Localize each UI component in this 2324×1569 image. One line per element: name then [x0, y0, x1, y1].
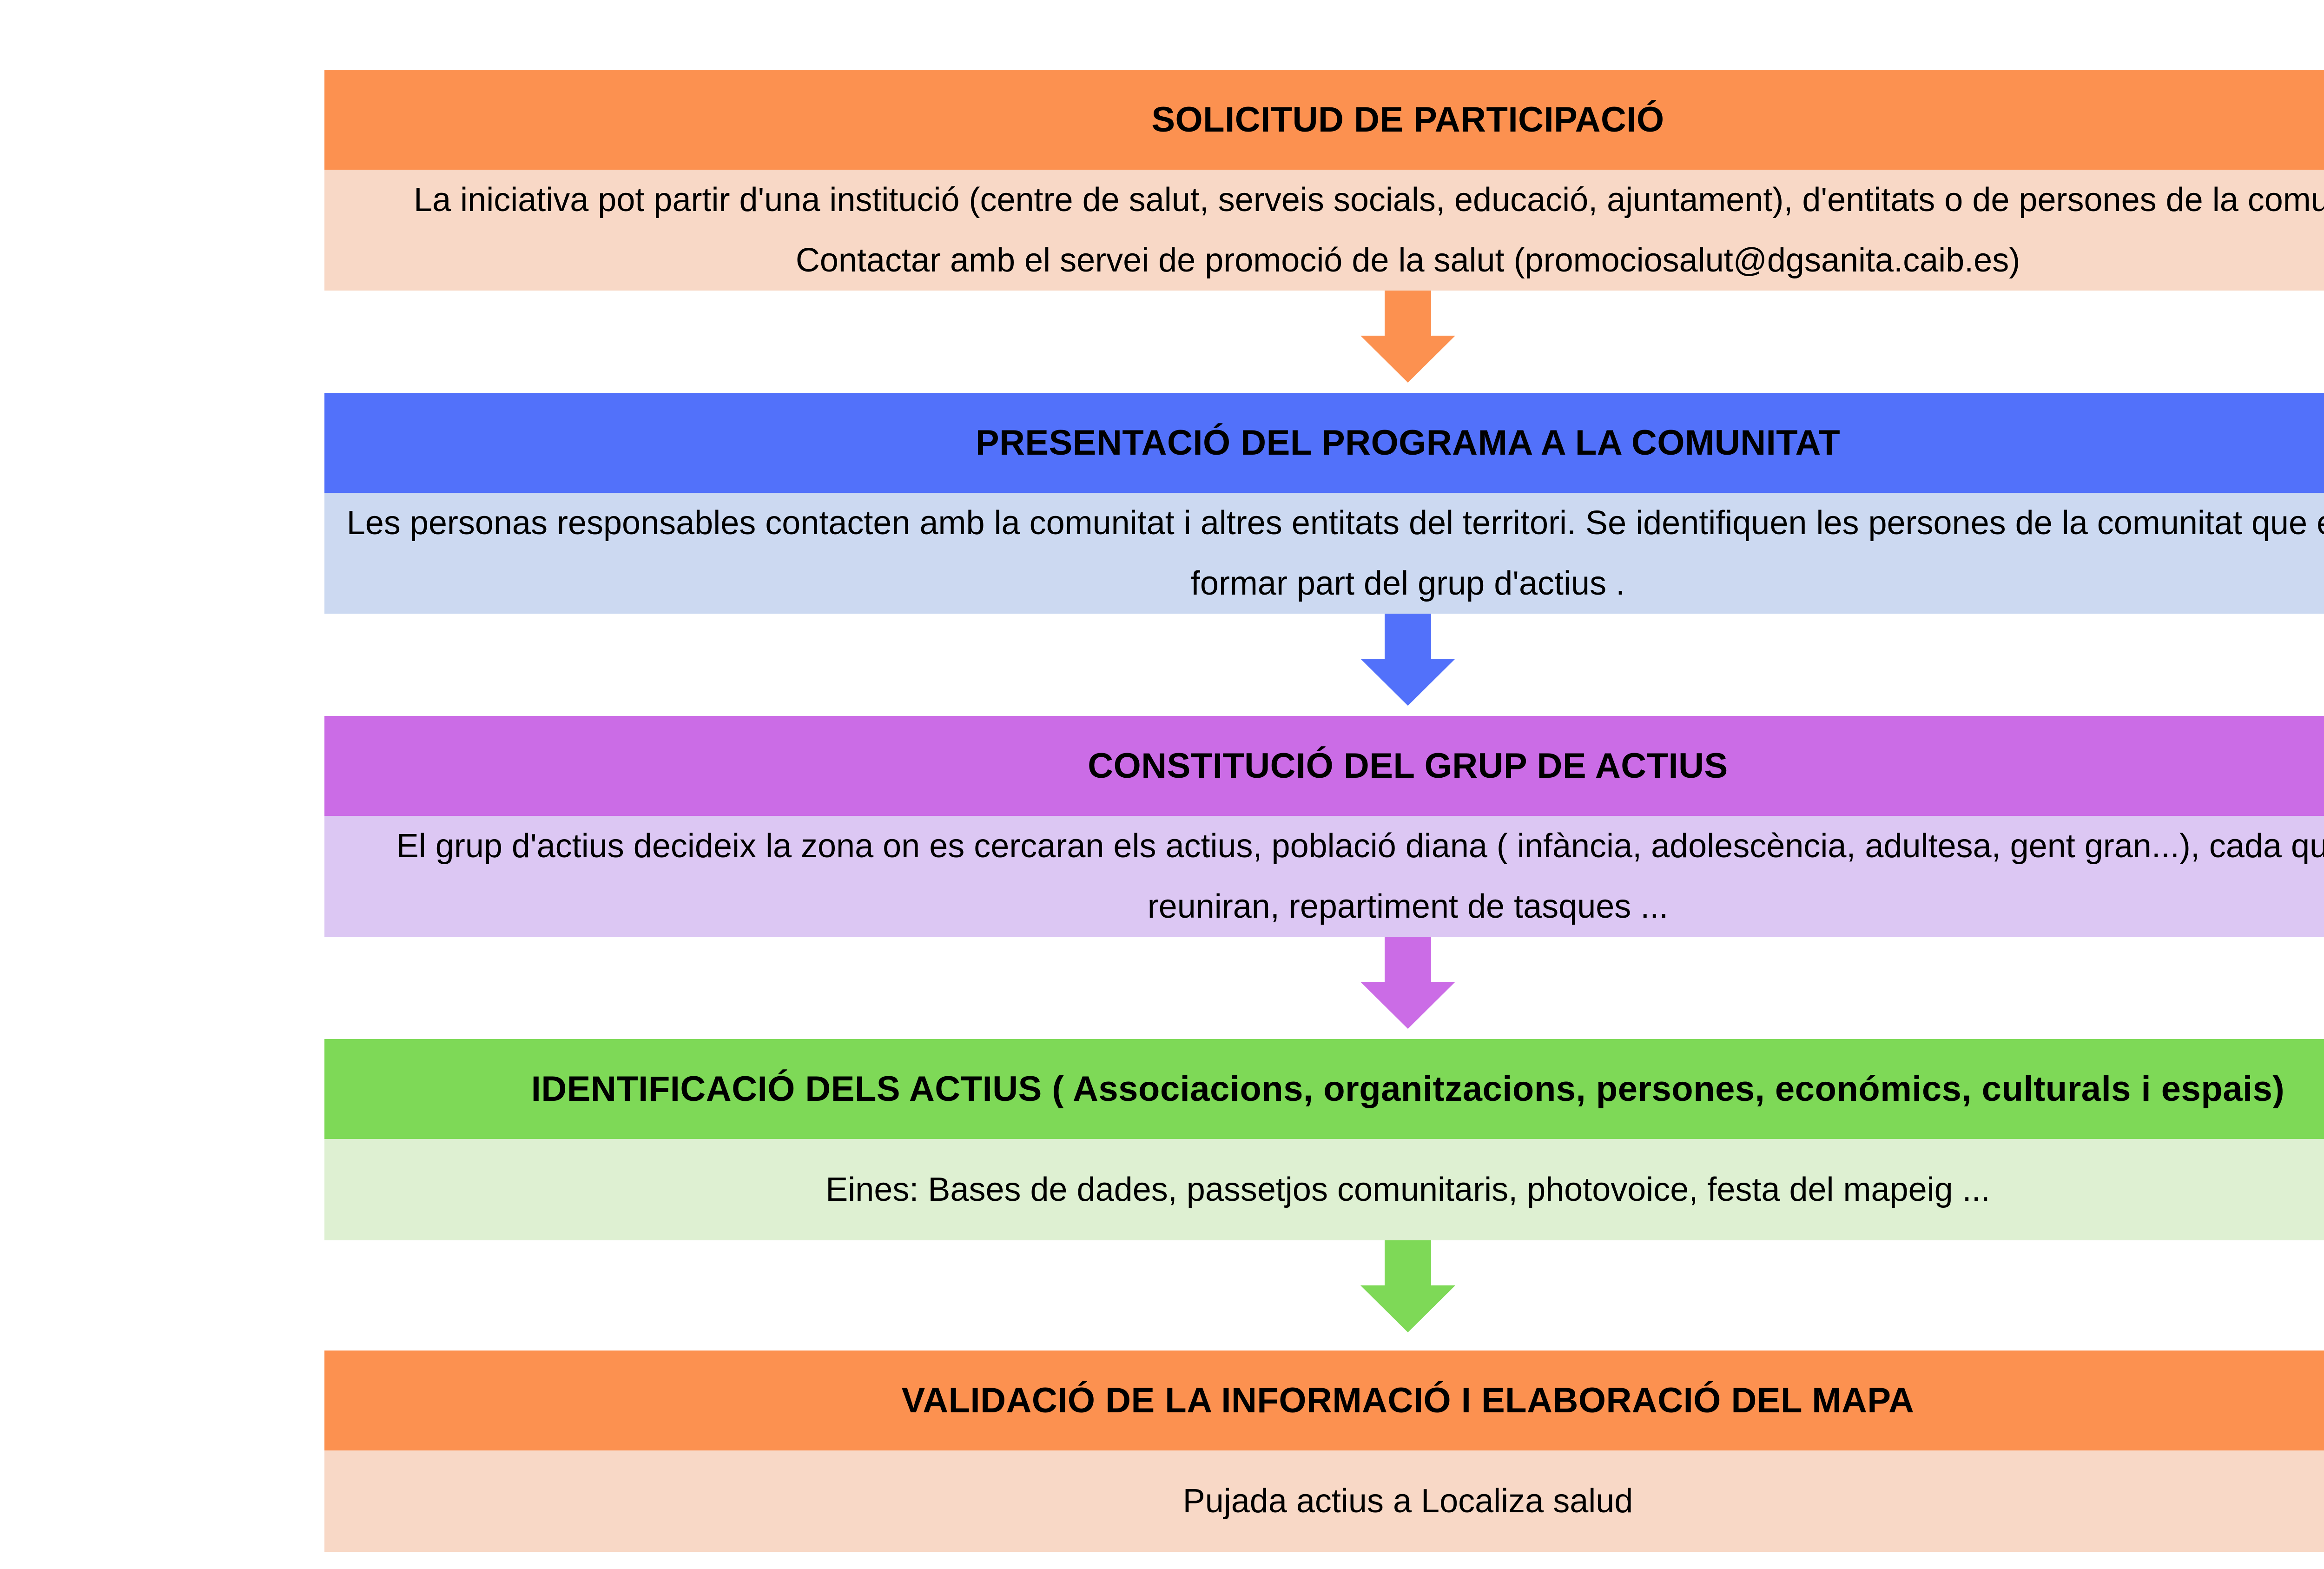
flow-step-identificacio: IDENTIFICACIÓ DELS ACTIUS ( Associacions… — [324, 1039, 2324, 1240]
step-description-panel: Pujada actius a Localiza salud — [324, 1450, 2324, 1552]
step-title: VALIDACIÓ DE LA INFORMACIÓ I ELABORACIÓ … — [901, 1381, 1915, 1420]
step-title: IDENTIFICACIÓ DELS ACTIUS ( Associacions… — [531, 1069, 2285, 1109]
down-arrow-icon-2 — [1360, 614, 1455, 706]
flow-step-validacio: VALIDACIÓ DE LA INFORMACIÓ I ELABORACIÓ … — [324, 1351, 2324, 1552]
flow-step-constitucio: CONSTITUCIÓ DEL GRUP DE ACTIUS El grup d… — [324, 716, 2324, 937]
flow-step-solicitud: SOLICITUD DE PARTICIPACIÓ La iniciativa … — [324, 70, 2324, 291]
step-description-panel: El grup d'actius decideix la zona on es … — [324, 816, 2324, 937]
step-description: La iniciativa pot partir d'una instituci… — [414, 181, 2324, 279]
step-description: Les personas responsables contacten amb … — [346, 504, 2324, 602]
down-arrow-icon-4 — [1360, 1240, 1455, 1332]
step-title: SOLICITUD DE PARTICIPACIÓ — [1151, 100, 1664, 139]
step-header-banner: VALIDACIÓ DE LA INFORMACIÓ I ELABORACIÓ … — [324, 1351, 2324, 1450]
step-header-banner: PRESENTACIÓ DEL PROGRAMA A LA COMUNITAT — [324, 393, 2324, 493]
step-title: CONSTITUCIÓ DEL GRUP DE ACTIUS — [1088, 746, 1728, 786]
step-description: Eines: Bases de dades, passetjos comunit… — [825, 1171, 1990, 1208]
step-title: PRESENTACIÓ DEL PROGRAMA A LA COMUNITAT — [975, 423, 1841, 463]
down-arrow-icon-1 — [1360, 291, 1455, 383]
step-header-banner: IDENTIFICACIÓ DELS ACTIUS ( Associacions… — [324, 1039, 2324, 1139]
down-arrow-icon-3 — [1360, 937, 1455, 1029]
step-header-banner: CONSTITUCIÓ DEL GRUP DE ACTIUS — [324, 716, 2324, 816]
step-description-panel: La iniciativa pot partir d'una instituci… — [324, 170, 2324, 291]
step-header-banner: SOLICITUD DE PARTICIPACIÓ — [324, 70, 2324, 170]
step-description-panel: Les personas responsables contacten amb … — [324, 493, 2324, 614]
step-description: El grup d'actius decideix la zona on es … — [396, 828, 2324, 925]
step-description-panel: Eines: Bases de dades, passetjos comunit… — [324, 1139, 2324, 1240]
flow-step-presentacio: PRESENTACIÓ DEL PROGRAMA A LA COMUNITAT … — [324, 393, 2324, 614]
process-flow-diagram: SOLICITUD DE PARTICIPACIÓ La iniciativa … — [324, 70, 2324, 1552]
step-description: Pujada actius a Localiza salud — [1182, 1483, 1633, 1520]
